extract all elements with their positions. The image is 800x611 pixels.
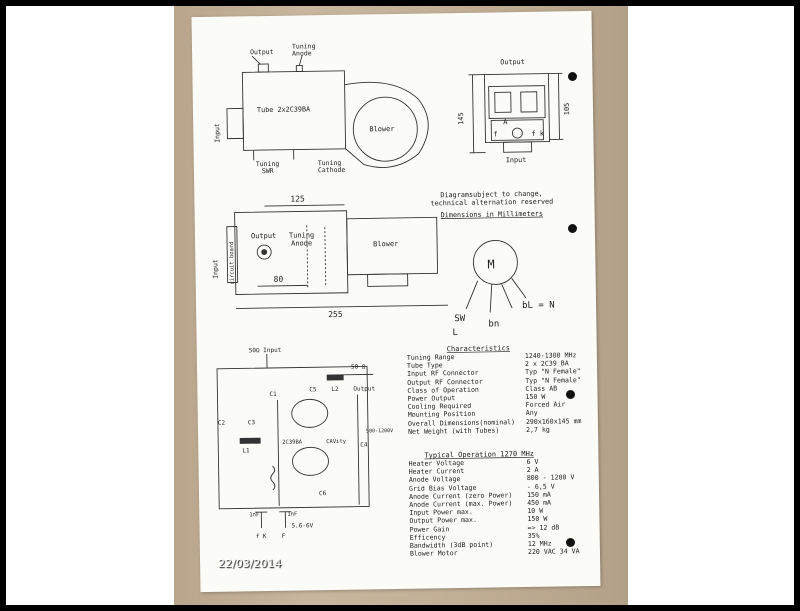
punch-hole [568, 224, 577, 233]
sch-c4: C4 [360, 441, 368, 448]
side-fk-label: f k [531, 130, 545, 138]
sch-50ohm: 50 Ω [351, 363, 366, 370]
sch-l1: L1 [242, 447, 250, 454]
sch-c2: C2 [218, 420, 226, 427]
plan-output-label: Output [251, 232, 276, 240]
characteristic-value: 2,7 kg [525, 425, 550, 434]
side-input-label: Input [506, 156, 527, 164]
motor-l: L [452, 328, 458, 338]
characteristic-label: Net Weight (with Tubes) [407, 426, 500, 436]
svg-text:Anode: Anode [292, 49, 312, 57]
plan-blower-label: Blower [373, 240, 398, 248]
top-view-drawing [226, 55, 429, 168]
schematic-drawing [216, 354, 374, 529]
characteristic-value: Forced Air [525, 400, 566, 410]
motor-bn: bn [488, 319, 499, 329]
sch-1nf-b: 1nF [287, 512, 297, 518]
dim-125: 125 [290, 194, 305, 203]
sch-hv: 500-1200V [366, 428, 393, 434]
sch-c3: C3 [248, 419, 256, 426]
typical-op-value: 35% [527, 531, 540, 540]
typical-op-label: Blower Motor [409, 549, 458, 558]
sch-cavity: CAVity [326, 439, 347, 445]
sch-heater: 5.6-6V [291, 522, 313, 529]
note-line3: Dimensions in Millimeters [441, 210, 543, 220]
sch-1nf-a: 1nF [249, 512, 259, 518]
dim-145: 145 [457, 112, 465, 125]
drawings: Output Tuning Anode Tube 2x2C39BA Blower… [211, 42, 571, 540]
punch-hole [568, 72, 577, 81]
top-output-label: Output [250, 48, 274, 56]
characteristic-value: Class AB [525, 384, 558, 393]
side-f-label: f [493, 130, 497, 138]
typical-op-value: 10 W [527, 506, 544, 516]
motor-bln: bL = N [522, 301, 555, 312]
datasheet-page: Output Tuning Anode Tube 2x2C39BA Blower… [191, 10, 601, 593]
sch-l2: L2 [331, 386, 339, 393]
motor-m: M [487, 257, 494, 271]
tuning-cathode-label: Tuning [318, 159, 342, 167]
typical-op-value: 450 mA [527, 498, 552, 507]
note-line2: technical alternation reserved [430, 198, 553, 208]
side-output-label: Output [500, 58, 525, 66]
sch-c6: C6 [319, 490, 327, 497]
dim-105: 105 [563, 103, 571, 116]
circuit-board-label: circuit board [229, 241, 236, 284]
date-stamp: 22/03/2014 [218, 557, 282, 570]
typical-op-value: 150 W [527, 515, 548, 524]
side-view-drawing [468, 72, 564, 154]
typical-op-value: 220 VAC 34 VA [527, 547, 580, 557]
svg-text:SWR: SWR [262, 167, 274, 175]
side-a-label: A [503, 118, 508, 126]
sch-f: F [282, 533, 286, 540]
white-margin-right [628, 6, 794, 605]
typical-op-value: 2 A [526, 465, 539, 475]
plan-tuning-anode-label: Tuning [289, 231, 314, 239]
motor-sw: SW [454, 314, 466, 324]
sch-input: 50Ω Input [249, 347, 282, 355]
plan-view-drawing [226, 204, 449, 309]
characteristic-value: 290x160x145 mm [525, 416, 582, 426]
typical-op-value: => 12 dB [527, 523, 560, 532]
plan-input-label: Input [211, 259, 219, 279]
dim-80: 80 [274, 275, 284, 284]
svg-text:Cathode: Cathode [318, 166, 346, 174]
dim-255: 255 [328, 310, 343, 319]
sch-c1: C1 [269, 391, 277, 398]
sch-tube: 2C39BA [282, 439, 303, 445]
characteristic-value: Any [525, 409, 538, 418]
sch-fk: f K [256, 533, 267, 540]
note-line1: Diagramsubject to change, [440, 190, 542, 200]
typical-op-value: 6 V [526, 457, 539, 466]
svg-text:Anode: Anode [291, 239, 312, 247]
punch-hole [566, 538, 575, 547]
tube-label: Tube 2x2C39BA [257, 105, 310, 114]
characteristics-title: Characteristics [447, 344, 510, 353]
sch-output: Output [353, 385, 375, 392]
punch-hole [566, 390, 575, 399]
top-input-label: Input [213, 123, 221, 143]
top-tuning-anode-label: Tuning [292, 42, 316, 50]
tuning-swr-label: Tuning [256, 160, 280, 168]
typical-op-title: Typical Operation 1270 MHz [424, 450, 534, 460]
motor-sketch [465, 239, 527, 313]
white-margin-left [6, 6, 174, 605]
sch-c5: C5 [309, 386, 317, 393]
blower-label: Blower [369, 125, 394, 133]
